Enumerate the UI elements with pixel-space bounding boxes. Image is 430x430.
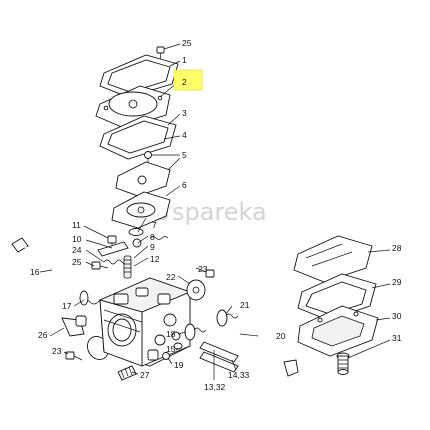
washer-part-18 xyxy=(173,342,183,350)
callout-8: 8 xyxy=(150,232,155,242)
callout-4: 4 xyxy=(182,130,187,140)
screw-part-8 xyxy=(132,238,142,248)
callout-24: 24 xyxy=(72,245,82,255)
callout-23-left: 23 xyxy=(52,346,62,356)
exploded-parts-stack xyxy=(95,46,179,229)
callout-23-right: 23 xyxy=(198,264,208,274)
leader-lines-stack xyxy=(152,43,181,197)
diaphragm-part-6 xyxy=(111,191,171,229)
callout-12: 12 xyxy=(150,254,160,264)
highlight-box xyxy=(173,69,203,91)
screw-part-23-left xyxy=(65,351,83,361)
washer-part-7 xyxy=(128,228,144,236)
callout-20: 20 xyxy=(276,331,286,341)
callout-9: 9 xyxy=(150,242,155,252)
pin-part-31 xyxy=(336,352,350,375)
screw-part-4 xyxy=(144,151,152,163)
plate-part-5 xyxy=(115,161,171,197)
callout-28: 28 xyxy=(392,243,402,253)
callout-21: 21 xyxy=(240,300,250,310)
callout-16: 16 xyxy=(30,267,40,277)
callout-29: 29 xyxy=(392,277,402,287)
spring-part-15 xyxy=(184,323,207,341)
callout-6: 6 xyxy=(182,180,187,190)
leader-lines-lower xyxy=(39,217,391,380)
callout-27: 27 xyxy=(140,370,150,380)
throttle-shaft-part-20 xyxy=(235,329,299,377)
callout-25-top: 25 xyxy=(182,38,192,48)
callout-25-left: 25 xyxy=(72,257,82,267)
needle-part-13-32 xyxy=(199,341,239,363)
gasket-part-1 xyxy=(99,54,179,98)
middle-parts xyxy=(162,269,299,377)
spring-part-21 xyxy=(216,309,239,327)
callout-19: 19 xyxy=(174,360,184,370)
right-parts-group xyxy=(293,235,379,375)
callout-15: 15 xyxy=(166,344,176,354)
callout-3: 3 xyxy=(182,108,187,118)
callout-13-32: 13,32 xyxy=(204,382,226,392)
callout-18: 18 xyxy=(166,329,176,339)
callout-30: 30 xyxy=(392,311,402,321)
callout-22: 22 xyxy=(166,272,176,282)
callout-2: 2 xyxy=(182,77,187,87)
callout-5: 5 xyxy=(182,150,187,160)
callout-labels: 25 1 2 3 4 5 6 11 7 10 8 24 9 25 12 16 2… xyxy=(30,38,402,392)
plate-part-30 xyxy=(297,305,379,357)
gasket-part-3 xyxy=(99,115,177,160)
valve-part-22 xyxy=(186,279,206,301)
callout-11: 11 xyxy=(72,220,81,230)
callout-31: 31 xyxy=(392,333,402,343)
spring-part-12 xyxy=(123,255,132,279)
carburetor-body xyxy=(98,277,192,367)
gasket-part-29 xyxy=(297,273,377,321)
callout-26: 26 xyxy=(38,330,48,340)
screw-part-23-right xyxy=(205,269,215,278)
screw-part-25-left xyxy=(91,261,109,270)
callout-7: 7 xyxy=(152,220,157,230)
callout-1: 1 xyxy=(182,55,187,65)
watermark-text: spareka xyxy=(172,198,267,226)
gasket-part-28 xyxy=(293,235,373,283)
diaphragm-part-2 xyxy=(95,85,171,129)
left-small-parts xyxy=(11,228,169,381)
screw-part-27 xyxy=(117,365,137,381)
needle-part-14-33 xyxy=(199,351,239,373)
lever-part-10 xyxy=(97,241,129,257)
screw-part-19 xyxy=(162,352,170,360)
lever-part-26 xyxy=(61,315,87,337)
spring-part-9 xyxy=(149,236,169,240)
callout-17: 17 xyxy=(62,301,72,311)
callout-14-33: 14,33 xyxy=(228,370,250,380)
callout-10: 10 xyxy=(72,234,82,244)
